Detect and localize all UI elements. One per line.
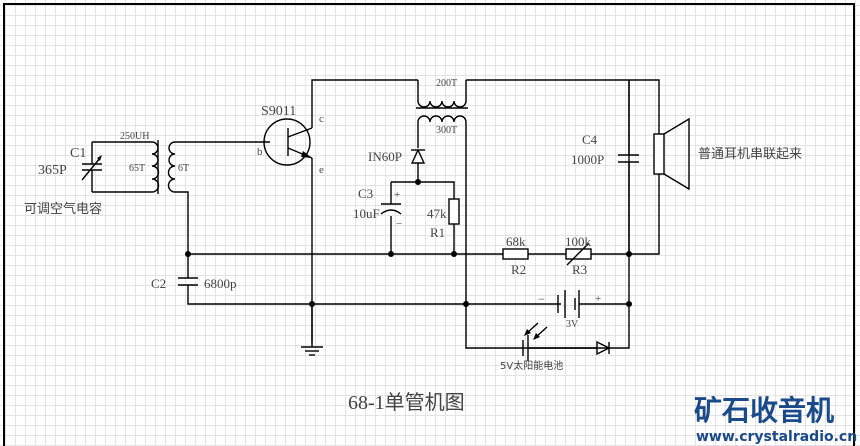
c3-minus: − [396, 218, 402, 230]
c4-capacitor [618, 154, 639, 163]
l1-coil-primary [151, 141, 160, 193]
c1-variable-capacitor [81, 142, 102, 192]
diode-ref: IN60P [368, 149, 402, 164]
diode-in60p [410, 148, 426, 164]
pin-b: b [257, 146, 263, 158]
c2-ref: C2 [151, 276, 166, 291]
t2-secondary-turns: 300T [436, 125, 457, 136]
speaker-note: 普通耳机串联起来 [698, 147, 802, 162]
r3-value: 100k [565, 234, 592, 249]
solar-note: 5V太阳能电池 [500, 359, 563, 372]
t2-primary-turns: 200T [436, 78, 457, 89]
battery-3v [557, 290, 580, 318]
r1-resistor [448, 198, 460, 225]
c1-value: 365P [38, 163, 67, 178]
r2-resistor [502, 248, 529, 260]
l1-secondary-turns: 6T [178, 163, 189, 174]
c2-value: 6800p [204, 276, 237, 291]
c3-plus: + [394, 189, 400, 201]
l1-primary-turns: 65T [129, 163, 145, 174]
battery-plus: + [595, 293, 601, 305]
watermark-logo: 矿石收音机 [694, 394, 834, 427]
r2-value: 68k [506, 234, 526, 249]
transistor-s9011 [263, 118, 313, 166]
r2-ref: R2 [511, 262, 526, 277]
pin-c: c [319, 113, 324, 125]
t2-transformer [416, 80, 468, 123]
c3-value: 10uF [353, 206, 380, 221]
c3-electrolytic-capacitor [380, 203, 402, 215]
c1-ref: C1 [70, 146, 86, 161]
c4-value: 1000P [571, 152, 604, 167]
solar-diode [596, 340, 611, 356]
solar-cell [522, 322, 548, 361]
l1-coil-secondary [167, 141, 176, 193]
pin-e: e [319, 164, 324, 176]
transistor-name: S9011 [261, 104, 296, 119]
r1-ref: R1 [430, 225, 445, 240]
r3-ref: R3 [572, 262, 587, 277]
border-frame [3, 3, 855, 446]
diagram-title: 68-1单管机图 [348, 391, 465, 414]
r1-value: 47k [427, 206, 447, 221]
c1-note: 可调空气电容 [24, 201, 102, 217]
battery-minus: − [538, 292, 545, 306]
c2-capacitor [178, 277, 198, 286]
ground-icon [301, 346, 323, 356]
watermark-url: www.crystalradio.cn [696, 429, 857, 445]
l1-inductance: 250UH [120, 131, 149, 142]
r3-variable-resistor [565, 242, 592, 266]
c1-wires [92, 141, 152, 193]
c4-ref: C4 [582, 132, 598, 147]
battery-value: 3V [566, 319, 579, 330]
c3-ref: C3 [358, 186, 373, 201]
